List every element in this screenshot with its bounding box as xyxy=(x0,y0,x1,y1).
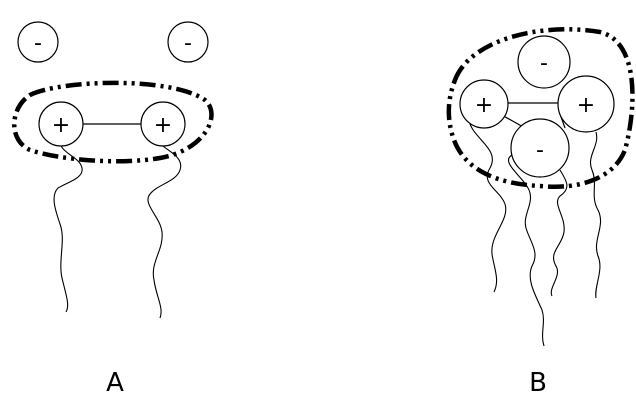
cation-a-right-sign: + xyxy=(154,113,172,138)
anion-a-right: - xyxy=(168,22,208,62)
panel-b-label: B xyxy=(529,368,547,398)
cation-b-right: + xyxy=(558,76,614,132)
cation-a-left-sign: + xyxy=(52,113,70,138)
anion-b-top-sign: - xyxy=(540,51,548,76)
cation-b-right-sign: + xyxy=(577,93,595,118)
cation-a-right: + xyxy=(141,102,185,146)
cation-a-left: + xyxy=(39,102,83,146)
tail-a-left xyxy=(54,146,82,312)
anion-b-bottom-sign: - xyxy=(536,138,544,163)
panel-a-label: A xyxy=(106,368,124,398)
panel-b: - + + - B xyxy=(449,29,633,398)
tail-b-4 xyxy=(590,132,600,298)
anion-a-left: - xyxy=(18,22,58,62)
tail-a-right xyxy=(148,146,181,318)
tail-b-1 xyxy=(470,124,506,292)
anion-b-bottom: - xyxy=(511,119,569,177)
anion-a-right-sign: - xyxy=(184,31,192,56)
cation-b-left: + xyxy=(460,80,508,128)
panel-a: - - + + A xyxy=(14,22,211,398)
anion-b-top: - xyxy=(518,36,570,88)
anion-a-left-sign: - xyxy=(34,31,42,56)
cation-b-left-sign: + xyxy=(475,93,493,118)
